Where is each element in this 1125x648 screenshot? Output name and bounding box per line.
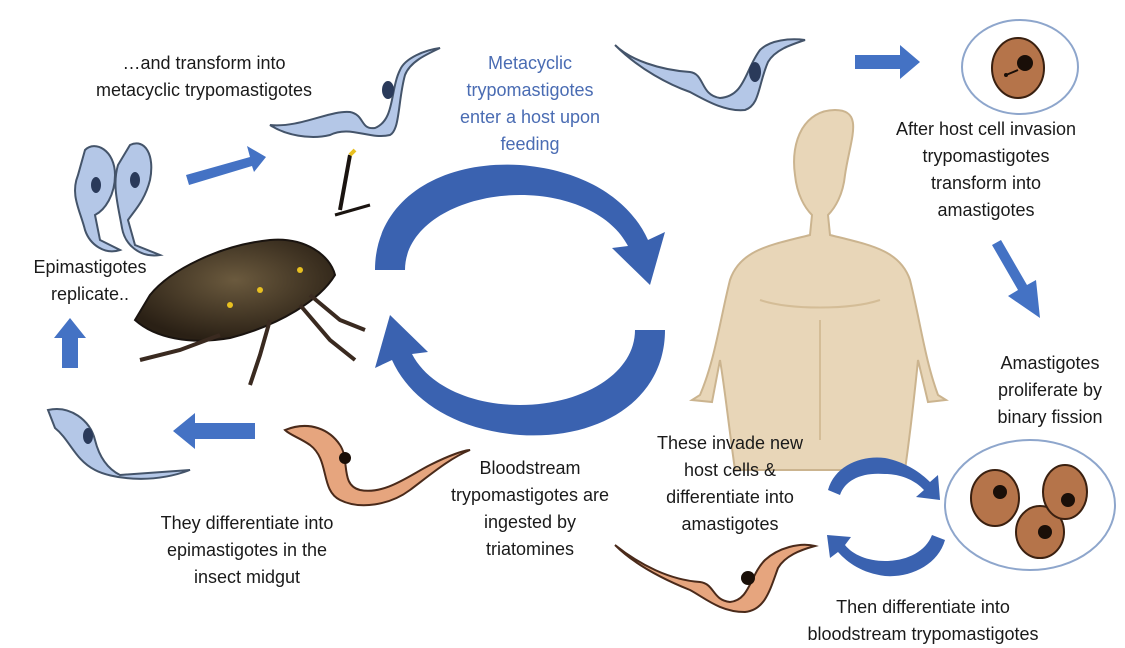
label-differentiate-epimastigotes: They differentiate into epimastigotes in… <box>116 510 378 591</box>
label-epimastigotes-replicate: Epimastigotes replicate.. <box>15 254 165 308</box>
label-bloodstream-ingested: Bloodstream trypomastigotes are ingested… <box>420 455 640 563</box>
trypomastigote-top-right-icon <box>615 39 805 110</box>
small-cycle-arrows <box>827 457 945 576</box>
epimastigote-pair-icon <box>75 143 160 255</box>
label-transform-metacyclic: …and transform into metacyclic trypomast… <box>66 50 342 104</box>
label-invade-new-cells: These invade new host cells & differenti… <box>640 430 820 538</box>
label-differentiate-bloodstream: Then differentiate into bloodstream tryp… <box>768 594 1078 648</box>
label-amastigotes-proliferate: Amastigotes proliferate by binary fissio… <box>975 350 1125 431</box>
host-cell-amastigote-icon <box>962 20 1078 114</box>
arrow-to-proliferation <box>992 240 1040 318</box>
label-metacyclic-enter: Metacyclic trypomastigotes enter a host … <box>430 50 630 158</box>
label-host-invasion: After host cell invasion trypomastigotes… <box>870 116 1102 224</box>
main-cycle-arrows <box>375 165 665 436</box>
arrow-to-metacyclic <box>186 146 266 185</box>
triatomine-bug-icon <box>135 150 370 385</box>
epimastigote-single-icon <box>48 409 190 479</box>
proliferating-amastigotes-icon <box>945 440 1115 570</box>
arrow-to-host-cell <box>855 45 920 79</box>
arrow-to-epimastigote <box>173 413 255 449</box>
arrow-to-replicate <box>54 318 86 368</box>
